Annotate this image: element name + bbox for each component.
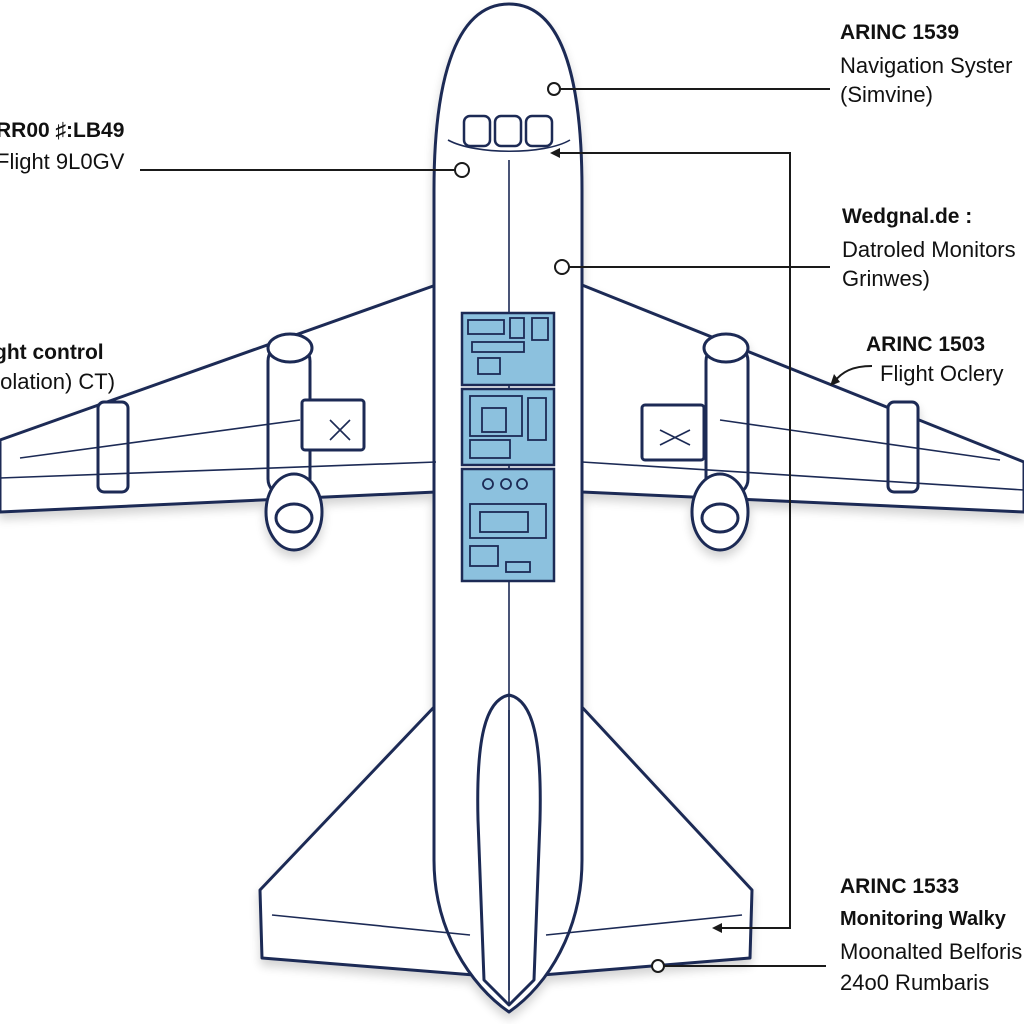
avionics-bay-middle <box>460 387 556 467</box>
callout-mid-right-title: ARINC 1503 <box>866 333 986 356</box>
callout-top-right-line2: (Simvine) <box>840 81 933 107</box>
callout-mid-left-title: ght control <box>0 341 104 364</box>
callout-top-left: RR00 ♯:LB49 Flight 9L0GV <box>0 118 124 176</box>
leader-lines <box>140 88 873 967</box>
right-wingtip-pod <box>886 400 920 494</box>
callout-bottom-right-line3: Moonalted Belforis <box>840 939 1023 965</box>
callout-mid-right-line1: Flight Oclery <box>880 361 1004 387</box>
callout-upper-right-line1: Datroled Monitors <box>842 237 1016 263</box>
callout-mid-left-line1: Iolation) CT) <box>0 369 116 395</box>
avionics-bay-lower <box>460 467 556 583</box>
callout-bottom-right-line2: Monitoring Walky <box>840 908 1006 931</box>
avionics-panel <box>460 311 556 583</box>
callout-top-right-line1: Navigation Syster <box>840 53 1013 79</box>
callout-top-right-title: ARINC 1539 <box>840 21 960 44</box>
callout-mid-left: ght control Iolation) CT) <box>0 340 115 396</box>
right-flap-track <box>640 403 706 462</box>
right-engine <box>690 332 750 552</box>
leader-markers <box>454 82 665 973</box>
leader-arrowheads <box>550 148 840 933</box>
left-wing <box>0 283 438 514</box>
callout-bottom-right-line4: 24o0 Rumbaris <box>840 969 990 995</box>
callout-top-right: ARINC 1539 Navigation Syster (Simvine) <box>840 20 1012 108</box>
callout-top-left-title: RR00 ♯:LB49 <box>0 119 125 142</box>
leader-long-right <box>556 152 791 929</box>
cockpit-windows <box>462 114 554 148</box>
callout-upper-right-line2: Grinwes) <box>842 265 931 291</box>
right-wing <box>580 283 1024 514</box>
callout-top-left-line1: Flight 9L0GV <box>0 149 125 175</box>
structure-lines <box>0 139 1024 1005</box>
avionics-bay-upper <box>460 311 556 387</box>
callout-upper-right-title: Wedgnal.de : <box>842 205 973 228</box>
callout-mid-right: ARINC 1503 Flight Oclery <box>866 332 1003 388</box>
callout-bottom-right-title: ARINC 1533 <box>840 875 960 898</box>
left-flap-track <box>300 398 366 452</box>
callout-bottom-right: ARINC 1533 Monitoring Walky Moonalted Be… <box>840 874 1022 996</box>
callout-upper-right: Wedgnal.de : Datroled Monitors Grinwes) <box>842 204 1016 292</box>
